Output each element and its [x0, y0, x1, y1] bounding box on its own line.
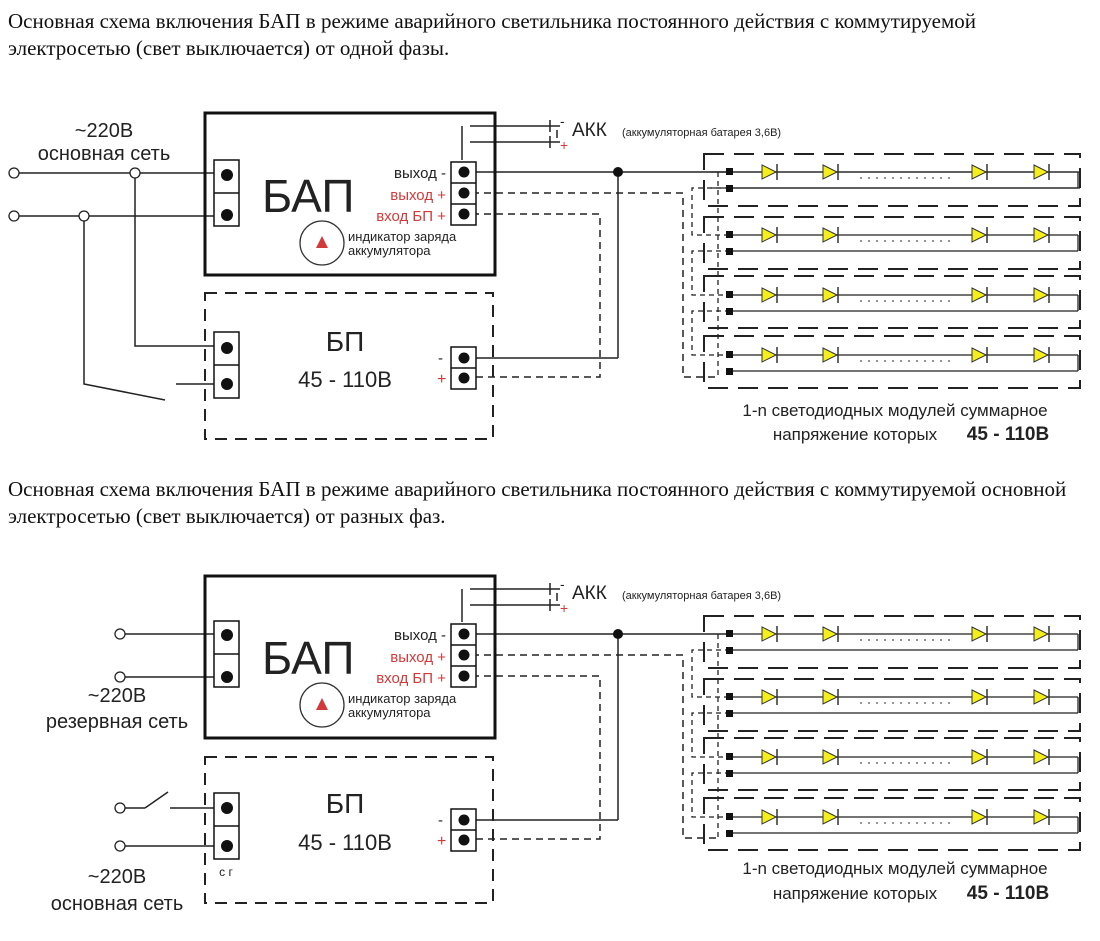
bap-box — [203, 111, 497, 277]
bap-input-bp-plus-label-2: вход БП + — [376, 670, 446, 687]
bp-title: БП — [326, 326, 365, 357]
akk-plus-sign: + — [560, 137, 568, 153]
indicator-label-2: аккумулятора — [348, 243, 431, 258]
bap-output-plus-label: выход + — [390, 187, 446, 204]
bap-title-2: БАП — [262, 632, 354, 684]
bp-voltage: 45 - 110В — [298, 367, 392, 392]
led-module-array — [691, 153, 1081, 389]
main-name-label: основная сеть — [51, 893, 184, 915]
led-note-voltage: 45 - 110В — [967, 424, 1049, 445]
bap-output-plus-label-2: выход + — [390, 649, 446, 666]
indicator-label-2-2: аккумулятора — [348, 705, 431, 720]
akk-label-2: АКК — [572, 583, 607, 604]
mains-voltage-label: ~220В — [75, 120, 133, 142]
akk-note-2: (аккумуляторная батарея 3,6В) — [622, 590, 781, 602]
bp-voltage-2: 45 - 110В — [298, 830, 392, 855]
bp-plus-sign: + — [437, 371, 446, 388]
bap-input-bp-plus-label: вход БП + — [376, 208, 446, 225]
akk-plus-sign-2: + — [560, 600, 568, 616]
bp-plus-sign-2: + — [437, 833, 446, 850]
bap-title: БАП — [262, 170, 354, 222]
wiring-diagram-1: БАП выход - выход + вход БП + индикатор … — [8, 111, 1081, 445]
bp-title-2: БП — [326, 788, 365, 819]
caption-diagram-2: Основная схема включения БАП в режиме ав… — [8, 477, 1067, 528]
led-note-line1: 1-n светодиодных модулей суммарное — [742, 401, 1047, 420]
bp-minus-sign: - — [438, 350, 443, 367]
reserve-voltage-label: ~220В — [88, 685, 146, 707]
main-voltage-label: ~220В — [88, 866, 146, 888]
caption-diagram-1: Основная схема включения БАП в режиме ав… — [8, 9, 977, 60]
bap-output-minus-label-2: выход - — [394, 627, 446, 644]
led-note-line1-2: 1-n светодиодных модулей суммарное — [742, 859, 1047, 878]
led-note-line2: напряжение которых — [773, 425, 938, 444]
akk-note: (аккумуляторная батарея 3,6В) — [622, 127, 781, 139]
led-note-line2-2: напряжение которых — [773, 884, 938, 903]
akk-label: АКК — [572, 120, 607, 141]
bp-box — [204, 292, 494, 440]
bp-minus-sign-2: - — [438, 812, 443, 829]
akk-minus-sign-2: - — [560, 576, 565, 592]
indicator-label-1-2: индикатор заряда — [348, 691, 457, 706]
led-module-array-2 — [691, 615, 1081, 851]
mains-name-label: основная сеть — [38, 143, 171, 165]
bap-output-minus-label: выход - — [394, 165, 446, 182]
led-note-voltage-2: 45 - 110В — [967, 883, 1049, 904]
terminal-letters: с г — [219, 865, 233, 879]
bp-box-2 — [204, 756, 494, 904]
bap-box-2 — [203, 574, 497, 740]
akk-minus-sign: - — [560, 113, 565, 129]
indicator-label-1: индикатор заряда — [348, 229, 457, 244]
wiring-diagram-2: БАП выход - выход + вход БП + индикатор … — [46, 574, 1081, 915]
reserve-name-label: резервная сеть — [46, 711, 188, 733]
